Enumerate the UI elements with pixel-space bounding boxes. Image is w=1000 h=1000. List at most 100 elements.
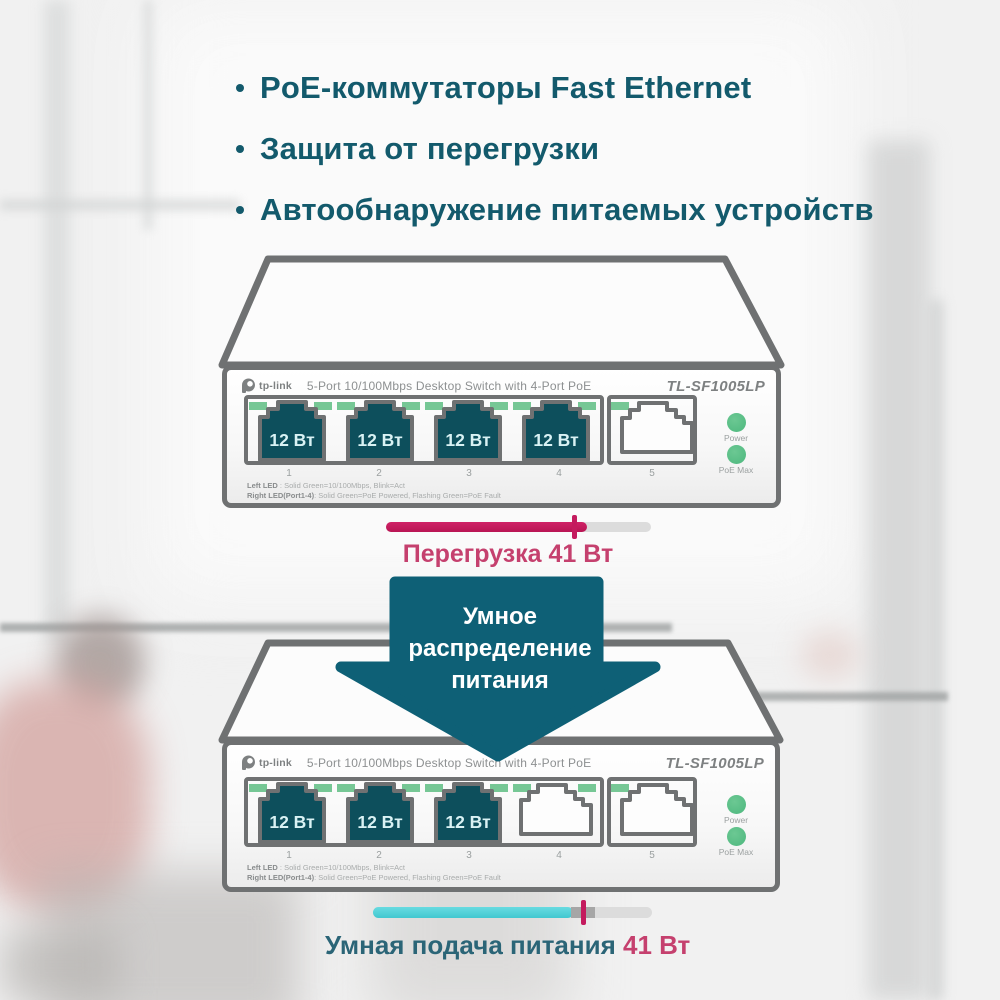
poe-max-led <box>726 827 746 846</box>
port-power-label: 12 Вт <box>445 430 491 450</box>
top-status-leds: Power PoE Max <box>704 413 768 475</box>
rj45-jack <box>620 783 693 836</box>
top-port-numbers: 1 2 3 4 <box>244 468 604 479</box>
tp-link-logo: tp-link <box>240 755 292 771</box>
brand-name: tp-link <box>259 757 292 769</box>
port-3-occupied: 12 Вт <box>425 400 508 461</box>
port-led-left <box>611 402 629 410</box>
switch-title: 5-Port 10/100Mbps Desktop Switch with 4-… <box>306 379 592 393</box>
bottom-ports-1-4-box: 12 Вт 12 Вт 12 Вт <box>244 777 604 847</box>
bottom-switch-header: tp-link 5-Port 10/100Mbps Desktop Switch… <box>240 753 764 773</box>
port-led-right <box>314 402 332 410</box>
feature-item: PoE-коммутаторы Fast Ethernet <box>236 70 874 106</box>
rj45-jack <box>620 401 693 454</box>
feature-text: Автообнаружение питаемых устройств <box>260 192 874 227</box>
port-led-right <box>578 402 596 410</box>
top-led-legend: Left LED : Solid Green=10/100Mbps, Blink… <box>247 481 501 500</box>
rj45-plug <box>522 400 590 461</box>
legend-line: Right LED(Port1-4): Solid Green=PoE Powe… <box>247 872 501 882</box>
port-led-left <box>513 784 531 792</box>
port-led-left <box>249 784 267 792</box>
bullet-dot-icon <box>236 206 244 214</box>
port-1-occupied: 12 Вт <box>249 782 332 843</box>
port-number: 2 <box>376 850 382 861</box>
port-number: 5 <box>649 850 655 861</box>
poe-max-led <box>726 445 746 464</box>
port-number: 3 <box>466 850 472 861</box>
smart-supply-bar <box>373 900 652 925</box>
budget-tick <box>572 515 577 539</box>
smart-supply-label-value: 41 Вт <box>622 930 691 960</box>
bg-bottom-dark <box>0 930 120 1000</box>
overload-bar-label: Перегрузка 41 Вт <box>402 540 614 568</box>
port-led-right <box>490 784 508 792</box>
bg-window-mullion-right-2 <box>929 300 943 1000</box>
port-led-right <box>314 784 332 792</box>
bullet-dot-icon <box>236 145 244 153</box>
bg-person-body <box>0 680 150 910</box>
poe-max-led-label: PoE Max <box>718 847 754 857</box>
port-power-label: 12 Вт <box>269 430 315 450</box>
port-power-label: 12 Вт <box>269 812 315 832</box>
rj45-plug <box>434 782 502 843</box>
legend-line: Right LED(Port1-4): Solid Green=PoE Powe… <box>247 490 501 500</box>
smart-power-arrow-text: Умное распределение питания <box>330 601 670 697</box>
port-1-occupied: 12 Вт <box>249 400 332 461</box>
feature-text: Защита от перегрузки <box>260 131 600 166</box>
port-3-occupied: 12 Вт <box>425 782 508 843</box>
port-power-label: 12 Вт <box>445 812 491 832</box>
tp-link-logo-icon <box>242 755 255 770</box>
port-led-left <box>425 402 443 410</box>
bg-window-mullion-left <box>44 0 70 640</box>
bottom-led-legend: Left LED : Solid Green=10/100Mbps, Blink… <box>247 863 501 882</box>
port-led-left <box>337 402 355 410</box>
legend-line: Left LED : Solid Green=10/100Mbps, Blink… <box>247 863 405 872</box>
bottom-port-numbers: 1 2 3 4 <box>244 850 604 861</box>
top-switch-header: tp-link 5-Port 10/100Mbps Desktop Switch… <box>240 376 765 396</box>
bg-person-head <box>55 615 145 710</box>
port-4-empty <box>513 783 596 836</box>
power-led-label: Power <box>723 433 749 443</box>
budget-tick <box>581 900 586 925</box>
bottom-switch-front-panel: tp-link 5-Port 10/100Mbps Desktop Switch… <box>222 740 780 892</box>
brand-name: tp-link <box>259 380 292 392</box>
port-led-left <box>337 784 355 792</box>
power-led <box>726 413 746 432</box>
smart-power-arrow <box>335 576 661 762</box>
port-led-left <box>513 402 531 410</box>
port-led-right <box>578 784 596 792</box>
tp-link-logo-icon <box>242 378 255 393</box>
port-2-occupied: 12 Вт <box>337 400 420 461</box>
port-number: 4 <box>556 468 562 479</box>
top-ports-1-4-box: 12 Вт 12 Вт 12 Вт <box>244 395 604 465</box>
switch-model: TL-SF1005LP <box>666 377 765 395</box>
port-power-label: 12 Вт <box>357 430 403 450</box>
port-power-label: 12 Вт <box>533 430 579 450</box>
port-number: 1 <box>286 468 292 479</box>
tp-link-logo: tp-link <box>240 378 292 394</box>
bottom-port-5-box <box>607 777 697 847</box>
feature-text: PoE-коммутаторы Fast Ethernet <box>260 70 752 105</box>
smart-supply-bar-fill <box>373 907 573 918</box>
switch-title: 5-Port 10/100Mbps Desktop Switch with 4-… <box>306 756 592 770</box>
power-led-label: Power <box>723 815 749 825</box>
port-led-left <box>425 784 443 792</box>
port-led-left <box>611 784 629 792</box>
feature-item: Защита от перегрузки <box>236 131 874 167</box>
bg-window-mullion-right <box>868 140 930 1000</box>
feature-item: Автообнаружение питаемых устройств <box>236 192 874 228</box>
port-4-occupied: 12 Вт <box>513 400 596 461</box>
bottom-status-leds: Power PoE Max <box>704 795 768 857</box>
top-switch-lid <box>218 255 785 369</box>
port-led-right <box>402 784 420 792</box>
port-led-right <box>490 402 508 410</box>
port-number: 3 <box>466 468 472 479</box>
port-2-occupied: 12 Вт <box>337 782 420 843</box>
port-led-left <box>249 402 267 410</box>
bg-window-sill-topleft <box>0 200 240 210</box>
top-port-5-box <box>607 395 697 465</box>
overload-bar <box>386 515 651 539</box>
rj45-plug <box>258 400 326 461</box>
port-power-label: 12 Вт <box>357 812 403 832</box>
